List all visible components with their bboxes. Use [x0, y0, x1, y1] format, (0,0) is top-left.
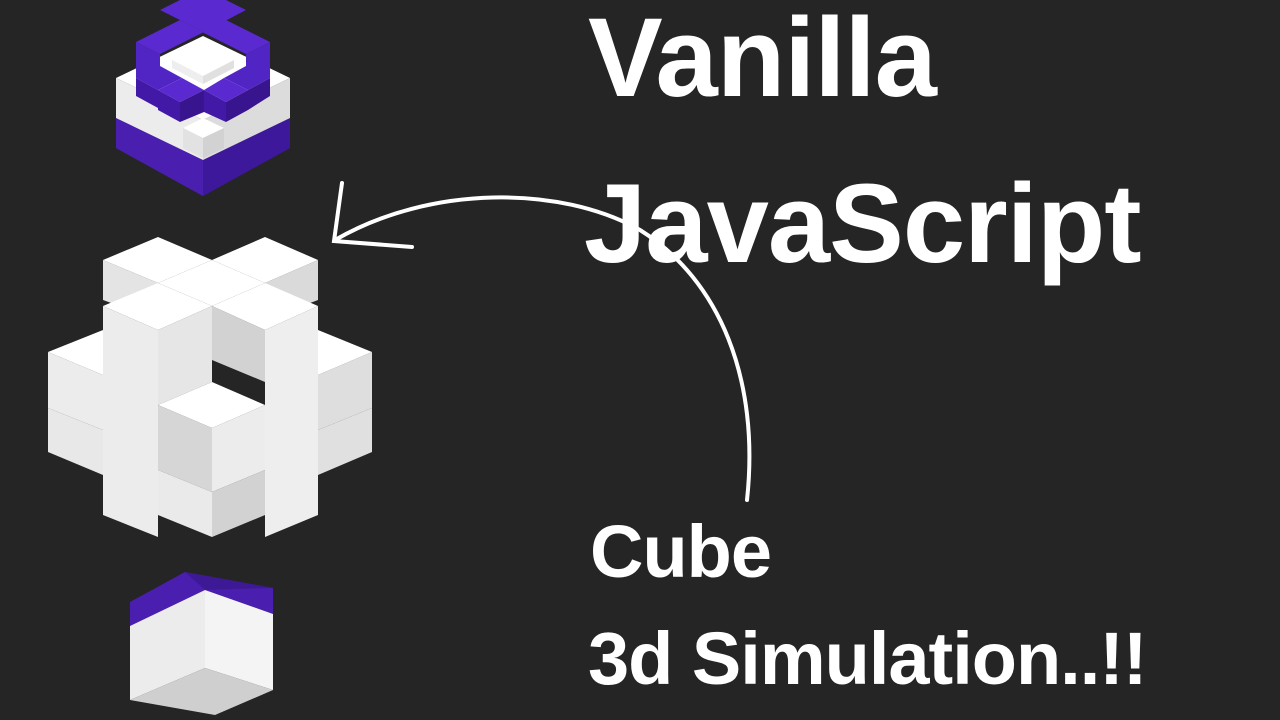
title-line-1: Vanilla	[588, 0, 937, 120]
purple-topped-cube-icon	[130, 572, 273, 715]
white-3d-cross-shape-icon	[48, 237, 372, 537]
title-line-2: JavaScript	[584, 161, 1142, 286]
curved-arrow-icon	[331, 181, 752, 502]
subtitle-line-2: 3d Simulation..!!	[588, 617, 1148, 700]
subtitle-line-1: Cube	[590, 510, 772, 593]
purple-white-voxel-structure-icon	[116, 0, 290, 196]
